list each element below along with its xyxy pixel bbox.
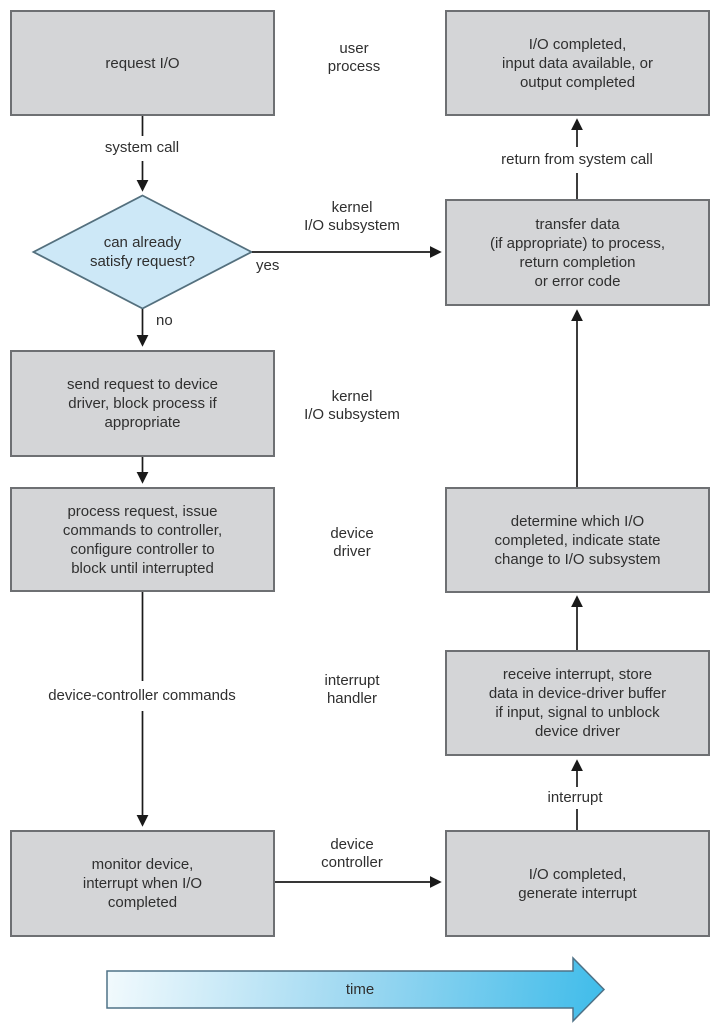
label-device-controller: device controller [321,836,383,871]
decision-diamond-label: can already satisfy request? [89,234,196,270]
label-kernel-io-subsystem-top: kernel I/O subsystem [304,199,400,234]
label-device-driver: device driver [330,525,374,560]
box-process-request: process request, issue commands to contr… [10,487,275,592]
label-interrupt-handler: interrupt handler [324,672,380,707]
box-send-request-device-driver: send request to device driver, block pro… [10,350,275,457]
box-io-generate-interrupt: I/O completed, generate interrupt [445,830,710,937]
time-arrow-shape [106,956,606,1023]
box-receive-interrupt: receive interrupt, store data in device-… [445,650,710,756]
label-kernel-io-subsystem-mid: kernel I/O subsystem [304,388,400,423]
label-user-process: user process [327,40,381,75]
label-time: time [345,981,375,998]
label-no: no [156,312,173,329]
label-system-call: system call [104,139,180,156]
label-return-from-system-call: return from system call [501,151,653,168]
label-yes: yes [256,257,280,274]
box-monitor-device: monitor device, interrupt when I/O compl… [10,830,275,937]
label-device-controller-commands: device-controller commands [48,687,236,704]
box-request-io: request I/O [10,10,275,116]
label-interrupt: interrupt [547,789,603,806]
box-io-completed: I/O completed, input data available, or … [445,10,710,116]
box-determine-which-io: determine which I/O completed, indicate … [445,487,710,593]
box-transfer-data: transfer data (if appropriate) to proces… [445,199,710,306]
decision-diamond-shape [31,194,254,310]
